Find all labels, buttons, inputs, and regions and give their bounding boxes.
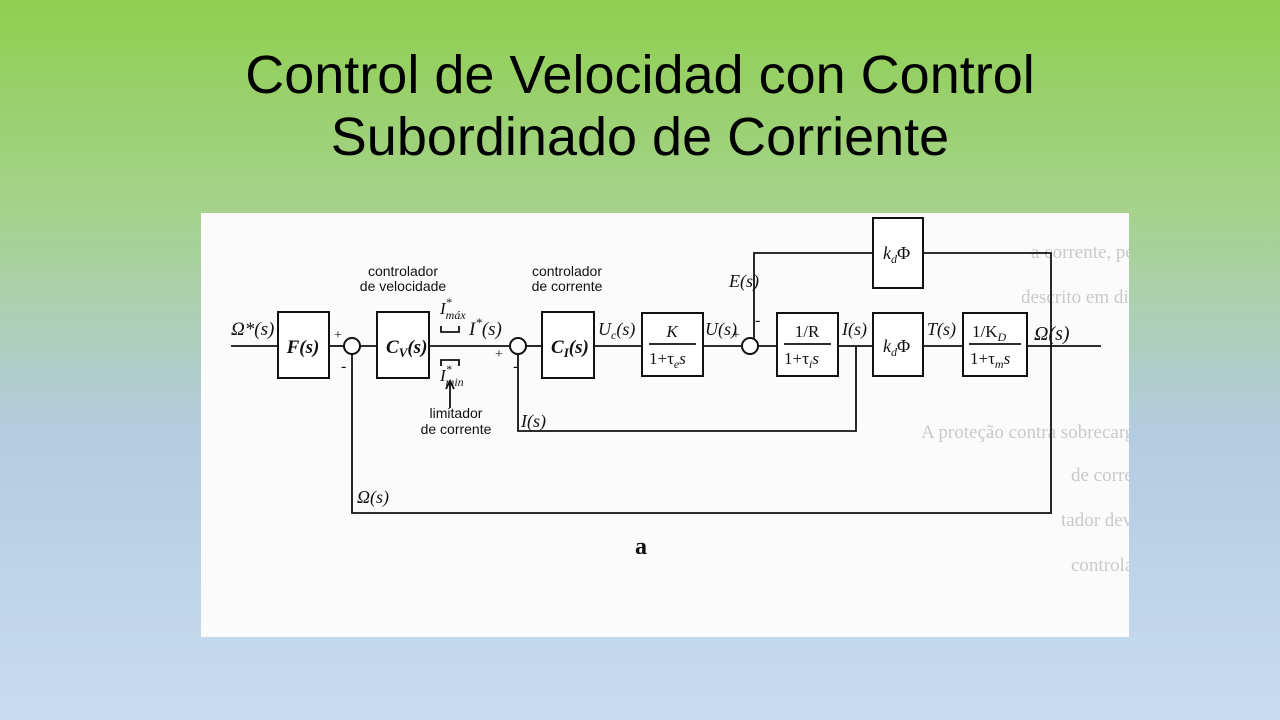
block-kd-label: kdΦ — [883, 336, 910, 359]
block-ci-label: CI(s) — [551, 337, 589, 360]
sign-minus-1: - — [341, 358, 346, 375]
label-current-controller-1: controlador — [532, 263, 602, 279]
wire-current-feedback — [517, 346, 857, 432]
block-r-den: 1+τis — [784, 349, 819, 371]
label-i-star: I*(s) — [468, 315, 502, 340]
label-es: E(s) — [728, 271, 759, 292]
sign-plus-1: + — [334, 328, 342, 343]
input-signal-label: Ω*(s) — [231, 319, 274, 340]
block-f — [277, 311, 330, 379]
block-kd-motor-num: 1/KD — [972, 322, 1007, 344]
slide-title: Control de Velocidad con Control Subordi… — [0, 44, 1280, 168]
wire-emf-feedback — [753, 252, 873, 338]
label-omega-feedback: Ω(s) — [357, 487, 389, 508]
block-diagram-scan: a corrente, pelo que ambas as intensidad… — [201, 213, 1129, 637]
sign-plus-2: + — [495, 347, 503, 362]
ghost-text-3: A proteção contra sobrecargas é assegura… — [921, 422, 1129, 443]
slide-title-line1: Control de Velocidad con Control — [245, 45, 1035, 105]
figure-caption: a — [635, 534, 647, 560]
label-i-min: I*min — [439, 362, 464, 389]
block-kd-feedback — [872, 217, 924, 289]
wire-speed-feedback — [351, 346, 1052, 514]
block-cv — [376, 311, 430, 379]
block-ci — [541, 311, 595, 379]
label-output: Ω(s) — [1034, 323, 1070, 345]
label-ts: T(s) — [927, 319, 956, 340]
ghost-text-4: de corrente pedido no anel interior que … — [1071, 465, 1129, 486]
sign-plus-3: + — [732, 328, 740, 343]
limiter-min-bracket — [440, 359, 460, 366]
sign-minus-2: - — [513, 358, 518, 375]
label-limiter-2: de corrente — [421, 421, 492, 437]
summing-junction-current — [509, 337, 527, 355]
block-diagram: a corrente, pelo que ambas as intensidad… — [231, 217, 1129, 576]
limiter-arrow-head — [445, 378, 455, 390]
block-f-label: F(s) — [286, 337, 320, 358]
label-current-controller-2: de corrente — [532, 278, 603, 294]
label-speed-controller-2: de velocidade — [360, 278, 447, 294]
ghost-text-6: controlador C — [1071, 555, 1129, 576]
label-us: U(s) — [705, 319, 737, 340]
block-k-den: 1+τes — [649, 349, 686, 371]
label-speed-controller-1: controlador — [368, 263, 438, 279]
ghost-text-2: descrito em diagrama de blocos na fig. 6… — [1021, 287, 1129, 308]
label-is: I(s) — [841, 319, 867, 340]
label-uc: Uc(s) — [598, 319, 635, 342]
wire-omega-to-kd-fb — [923, 252, 1052, 346]
slide-title-line2: Subordinado de Corriente — [330, 107, 950, 167]
block-cv-label: CV(s) — [386, 337, 427, 360]
summing-junction-emf — [741, 337, 759, 355]
block-k-num: K — [665, 322, 679, 341]
ghost-text-1: a corrente, pelo que ambas as intensidad… — [1031, 242, 1129, 263]
block-kd-motor-den: 1+τms — [970, 349, 1011, 371]
limiter-max-bracket — [440, 326, 460, 333]
block-r-num: 1/R — [795, 322, 820, 341]
block-kd-feedback-label: kdΦ — [883, 243, 910, 266]
sign-minus-3: - — [755, 312, 760, 329]
label-i-feedback: I(s) — [520, 411, 546, 432]
label-limiter-1: limitador — [430, 405, 483, 421]
block-kd — [872, 312, 924, 377]
summing-junction-speed — [343, 337, 361, 355]
label-i-max: I*máx — [439, 295, 466, 322]
